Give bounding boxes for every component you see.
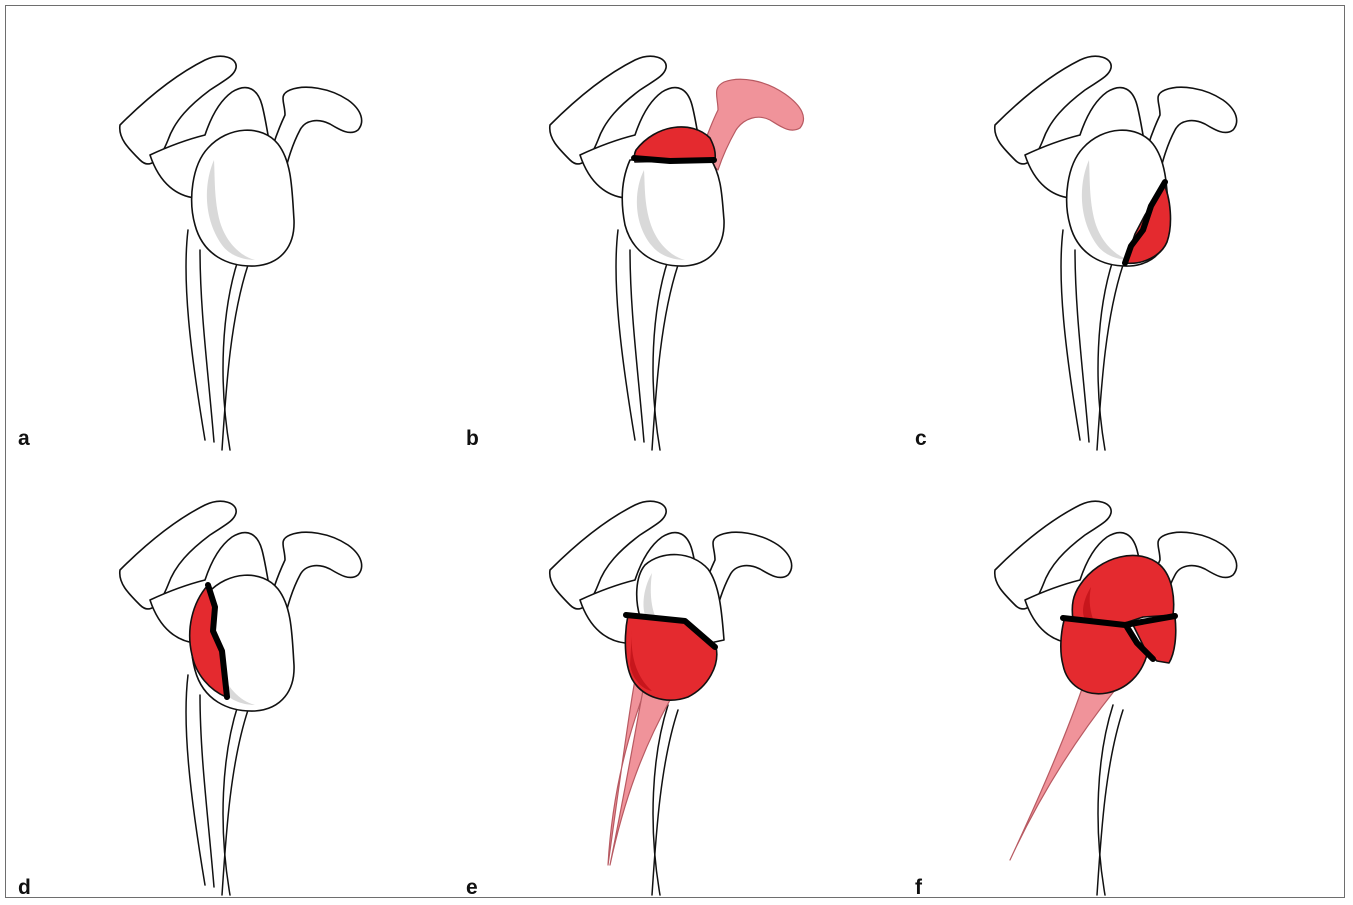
scapula-anterior-fracture-drawing: [875, 20, 1315, 460]
panel-label-b: b: [466, 428, 479, 449]
panel-label-f: f: [915, 877, 922, 898]
panel-e: e: [430, 465, 870, 905]
scapula-superior-fracture-drawing: [430, 20, 870, 460]
panel-a: a: [0, 20, 440, 460]
panel-label-e: e: [466, 877, 478, 898]
displaced-scapular-neck-body: [610, 680, 670, 865]
fracture-line: [634, 158, 714, 161]
panel-d: d: [0, 465, 440, 905]
displaced-scapular-neck: [1010, 680, 1115, 860]
scapula-inferior-fracture-drawing: [430, 465, 870, 905]
panel-b: b: [430, 20, 870, 460]
panel-label-c: c: [915, 428, 927, 449]
panel-label-d: d: [18, 877, 31, 898]
scapula-posterior-fracture-drawing: [0, 465, 440, 905]
panel-label-a: a: [18, 428, 30, 449]
panel-f: f: [875, 465, 1315, 905]
panel-c: c: [875, 20, 1315, 460]
scapula-comminuted-fracture-drawing: [875, 465, 1315, 905]
scapula-normal-drawing: [0, 20, 440, 460]
